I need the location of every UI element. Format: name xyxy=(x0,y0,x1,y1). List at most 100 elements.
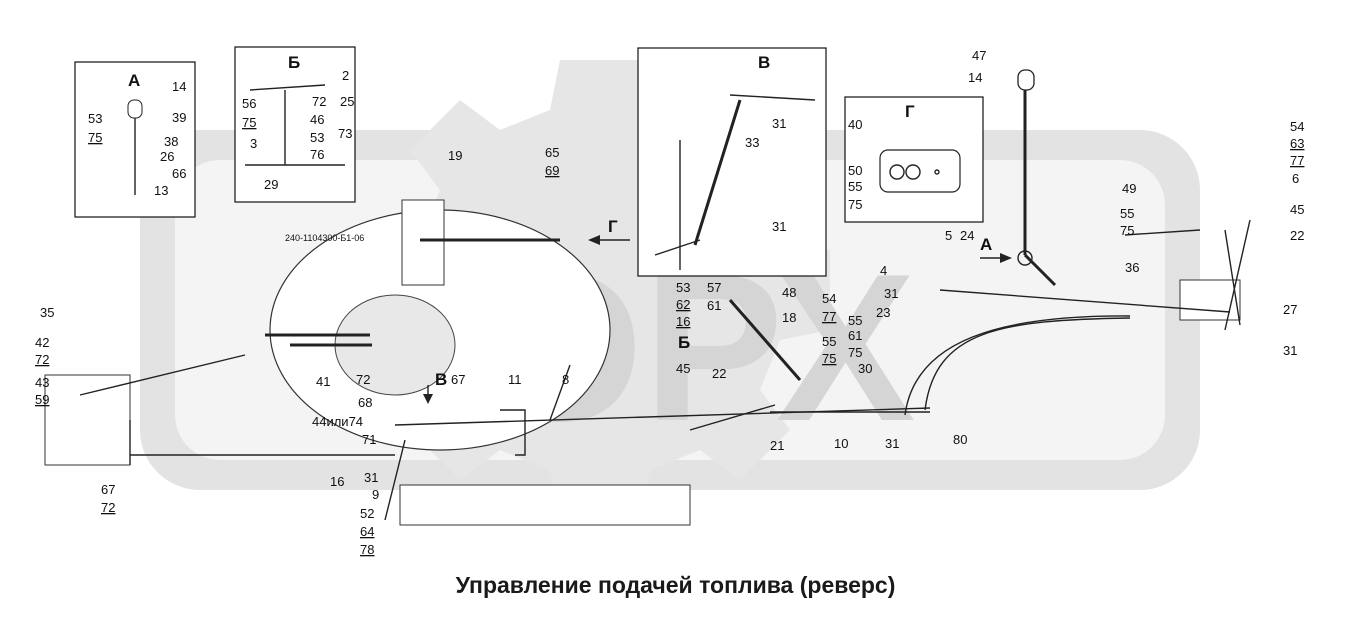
label-n57: 57 xyxy=(707,280,721,295)
label-n78: 78 xyxy=(360,542,374,557)
rod-main xyxy=(394,407,931,426)
label-b56: 56 xyxy=(242,96,256,111)
label-b25: 25 xyxy=(340,94,354,109)
rod-9 xyxy=(384,439,406,521)
view-a-inset: А xyxy=(74,61,196,218)
diagram-caption: Управление подачей топлива (реверс) xyxy=(455,572,896,598)
label-n77: 77 xyxy=(1290,153,1304,168)
label-n35: 35 xyxy=(40,305,54,320)
arrow-b-label: Б xyxy=(678,333,690,352)
label-n67c: 67 xyxy=(451,372,465,387)
arrow-g-label: Г xyxy=(608,217,618,236)
label-b75: 75 xyxy=(242,115,256,130)
callout-labels: 14 39 38 26 66 13 53 75 2 56 72 25 75 46… xyxy=(35,48,1304,557)
label-n16: 16 xyxy=(330,474,344,489)
left-bracket xyxy=(44,374,131,466)
label-a66: 66 xyxy=(172,166,186,181)
label-n8: 8 xyxy=(562,372,569,387)
view-b-frame xyxy=(234,46,356,203)
label-n44: 44или74 xyxy=(312,414,363,429)
label-n6: 6 xyxy=(1292,171,1299,186)
label-n31r: 31 xyxy=(1283,343,1297,358)
view-v-rod-33 xyxy=(693,99,742,246)
label-n80: 80 xyxy=(953,432,967,447)
view-g-hole-3 xyxy=(934,169,940,175)
label-n55c: 55 xyxy=(848,313,862,328)
view-g-hole-1 xyxy=(889,164,905,180)
label-b72: 72 xyxy=(312,94,326,109)
label-g55: 55 xyxy=(848,179,862,194)
label-n54c: 54 xyxy=(822,291,836,306)
label-v31b: 31 xyxy=(772,219,786,234)
label-n48: 48 xyxy=(782,285,796,300)
label-n45r: 45 xyxy=(1290,202,1304,217)
label-n18: 18 xyxy=(782,310,796,325)
label-n61: 61 xyxy=(707,298,721,313)
view-g-inset: Г xyxy=(844,96,984,223)
label-n65: 65 xyxy=(545,145,559,160)
label-v33: 33 xyxy=(745,135,759,150)
label-a38: 38 xyxy=(164,134,178,149)
label-g75: 75 xyxy=(848,197,862,212)
cable-80 xyxy=(924,317,1131,411)
arrow-v-label: В xyxy=(435,370,447,389)
label-n36: 36 xyxy=(1125,260,1139,275)
label-n55d: 55 xyxy=(822,334,836,349)
label-n31c: 31 xyxy=(884,286,898,301)
rod-35 xyxy=(79,354,246,396)
label-n64: 64 xyxy=(360,524,374,539)
cab-floor xyxy=(399,484,691,526)
bracket-11 xyxy=(500,409,526,456)
view-a-title: А xyxy=(128,71,140,90)
label-n4: 4 xyxy=(880,263,887,278)
label-n69: 69 xyxy=(545,163,559,178)
label-n30: 30 xyxy=(858,361,872,376)
label-n16c: 16 xyxy=(676,314,690,329)
label-b76: 76 xyxy=(310,147,324,162)
view-b-pedal xyxy=(249,84,326,91)
label-n49: 49 xyxy=(1122,181,1136,196)
arrow-g-head xyxy=(588,235,600,245)
label-n54: 54 xyxy=(1290,119,1304,134)
view-g-title: Г xyxy=(905,102,915,121)
arrow-v-head xyxy=(423,394,433,404)
label-b46: 46 xyxy=(310,112,324,127)
pedal-rod xyxy=(689,404,776,431)
view-arrows: Г В А Б xyxy=(423,217,1012,404)
label-a14: 14 xyxy=(172,79,186,94)
view-v-bottom xyxy=(654,239,701,256)
label-a75: 75 xyxy=(88,130,102,145)
label-n21: 21 xyxy=(770,438,784,453)
arrow-a-label: А xyxy=(980,235,992,254)
label-n75r: 75 xyxy=(1120,223,1134,238)
label-n19: 19 xyxy=(448,148,462,163)
pedal-48 xyxy=(728,299,802,381)
label-n71: 71 xyxy=(362,432,376,447)
lever-pivot xyxy=(1017,250,1033,266)
label-n63: 63 xyxy=(1290,136,1304,151)
label-n53c: 53 xyxy=(676,280,690,295)
label-n43: 43 xyxy=(35,375,49,390)
label-n31d: 31 xyxy=(885,436,899,451)
label-a39: 39 xyxy=(172,110,186,125)
rod-49 xyxy=(1124,229,1201,236)
label-n10: 10 xyxy=(834,436,848,451)
label-n67: 67 xyxy=(101,482,115,497)
label-a26: 26 xyxy=(160,149,174,164)
rod-upper xyxy=(939,289,1231,313)
rod-45 xyxy=(1224,219,1251,331)
cable-23 xyxy=(904,315,1131,416)
label-n55r: 55 xyxy=(1120,206,1134,221)
part-code: 240-1104300-Б1-06 xyxy=(285,233,364,243)
label-n72: 72 xyxy=(101,500,115,515)
label-n14: 14 xyxy=(968,70,982,85)
view-b-title: Б xyxy=(288,53,300,72)
view-g-hole-2 xyxy=(905,164,921,180)
label-b29: 29 xyxy=(264,177,278,192)
label-b2: 2 xyxy=(342,68,349,83)
label-n47: 47 xyxy=(972,48,986,63)
label-g40: 40 xyxy=(848,117,862,132)
label-n11: 11 xyxy=(508,372,522,387)
view-v-inset: В xyxy=(637,47,827,277)
